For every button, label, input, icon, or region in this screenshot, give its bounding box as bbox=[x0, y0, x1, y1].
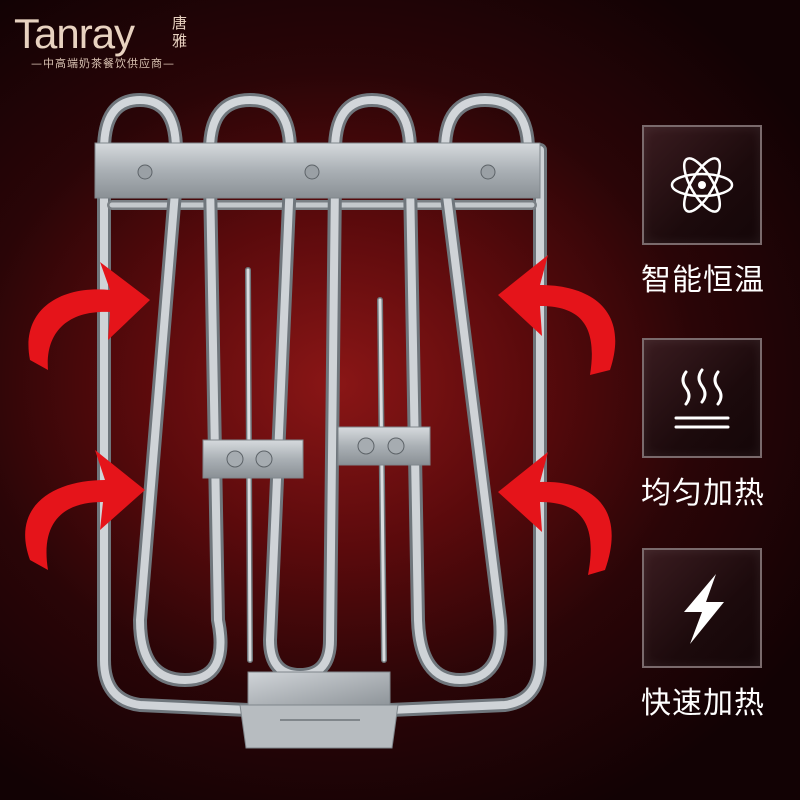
feature-icon-box-thermostat bbox=[642, 125, 762, 245]
brand-wordmark: Tanray bbox=[14, 10, 135, 57]
inner-tubes bbox=[132, 173, 508, 688]
feature-label-fast-heat: 快速加热 bbox=[641, 686, 765, 721]
base-bracket bbox=[239, 671, 399, 749]
atom-icon bbox=[670, 157, 734, 213]
arrow-right-upper bbox=[498, 255, 616, 375]
top-mounting-plate bbox=[94, 142, 541, 199]
feature-icon-box-even-heat bbox=[642, 338, 762, 458]
feature-label-thermostat: 智能恒温 bbox=[641, 263, 765, 298]
feature-icon-box-fast-heat bbox=[642, 548, 762, 668]
lightning-bolt-icon bbox=[684, 574, 724, 644]
brand-logo: Tanray 唐 雅 bbox=[12, 8, 212, 68]
outer-frame bbox=[97, 143, 547, 717]
brand-tagline: —中高端奶茶餐饮供应商— bbox=[31, 57, 175, 70]
probe-clamps bbox=[202, 426, 431, 479]
top-loops bbox=[97, 92, 535, 151]
feature-label-even-heat: 均匀加热 bbox=[641, 476, 765, 511]
arrow-left-upper bbox=[28, 262, 150, 370]
heat-waves-icon bbox=[674, 368, 730, 429]
arrow-right-lower bbox=[498, 452, 612, 575]
heat-flow-arrows bbox=[25, 255, 616, 575]
arrow-left-lower bbox=[25, 450, 146, 570]
brand-chinese-name: 唐 雅 bbox=[172, 14, 188, 50]
